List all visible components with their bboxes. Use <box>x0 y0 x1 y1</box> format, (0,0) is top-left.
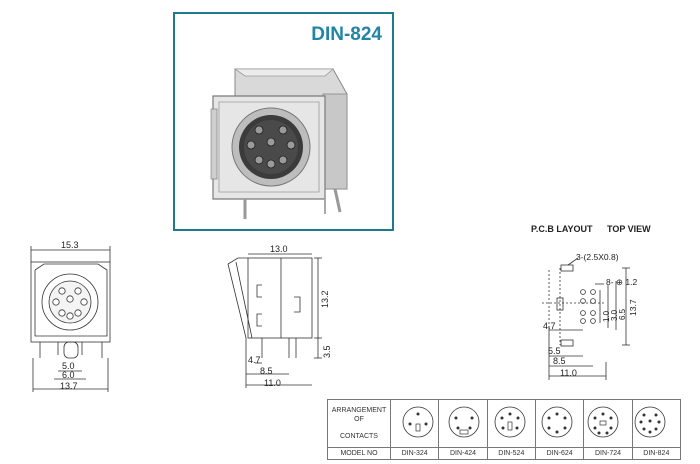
contact-diagram-cell <box>389 399 440 448</box>
pcb-view-label: TOP VIEW <box>607 224 651 234</box>
pcb-dim-6-5: 6.5 <box>618 308 627 320</box>
product-photo-frame: DIN-824 <box>173 12 394 231</box>
arrangement-header-cell: ARRANGEMENT OF CONTACTS <box>327 399 391 448</box>
side-view-drawing <box>227 253 322 388</box>
contact-diagram-cell <box>438 399 488 448</box>
model-cell: DIN-424 <box>438 447 488 460</box>
model-cell: DIN-724 <box>583 447 633 460</box>
pcb-layout-heading: P.C.B LAYOUT <box>531 224 593 234</box>
side-dim-4-7: 4.7 <box>248 355 261 365</box>
contact-diagram-cell <box>631 399 682 448</box>
contact-diagram-cell <box>534 399 585 448</box>
pcb-dim-13-7: 13.7 <box>628 299 638 316</box>
product-title: DIN-824 <box>311 24 382 45</box>
model-no-label: MODEL NO <box>327 447 391 460</box>
connector-photo <box>210 68 348 219</box>
side-top-label: 13.0 <box>270 244 288 254</box>
model-cell: DIN-324 <box>389 447 440 460</box>
contact-arrangement-table: ARRANGEMENT OF CONTACTS MODEL NO DIN-324… <box>327 399 682 460</box>
pcb-dim-11-0: 11.0 <box>560 368 577 378</box>
pcb-dim-4-7: 4.7 <box>543 321 556 331</box>
arrangement-header-line3: CONTACTS <box>340 433 378 440</box>
pcb-hole-label: 8- ⊕ 1.2 <box>606 277 638 287</box>
pcb-dim-5-5: 5.5 <box>548 346 561 356</box>
contact-diagram-cell <box>486 399 536 448</box>
model-cell: DIN-824 <box>631 447 682 460</box>
model-cell: DIN-524 <box>486 447 536 460</box>
pcb-slot-label: 3-(2.5X0.8) <box>576 252 619 262</box>
front-view-drawing <box>30 246 111 392</box>
model-cell: DIN-624 <box>534 447 585 460</box>
arrangement-header-line2: OF <box>354 416 364 423</box>
side-dim-11-0: 11.0 <box>264 378 281 388</box>
side-height-label: 13.2 <box>320 290 330 308</box>
pcb-dim-8-5: 8.5 <box>553 356 566 366</box>
front-dim-13-7: 13.7 <box>60 381 78 391</box>
front-width-label: 15.3 <box>61 240 79 250</box>
arrangement-header-line1: ARRANGEMENT <box>331 407 387 414</box>
side-dim-3-5: 3.5 <box>322 345 332 358</box>
contact-diagram-cell <box>583 399 633 448</box>
side-dim-8-5: 8.5 <box>260 366 273 376</box>
front-dim-5-0: 5.0 <box>62 361 75 371</box>
front-dim-6-0: 6.0 <box>62 370 75 380</box>
pcb-layout-drawing <box>542 257 630 380</box>
